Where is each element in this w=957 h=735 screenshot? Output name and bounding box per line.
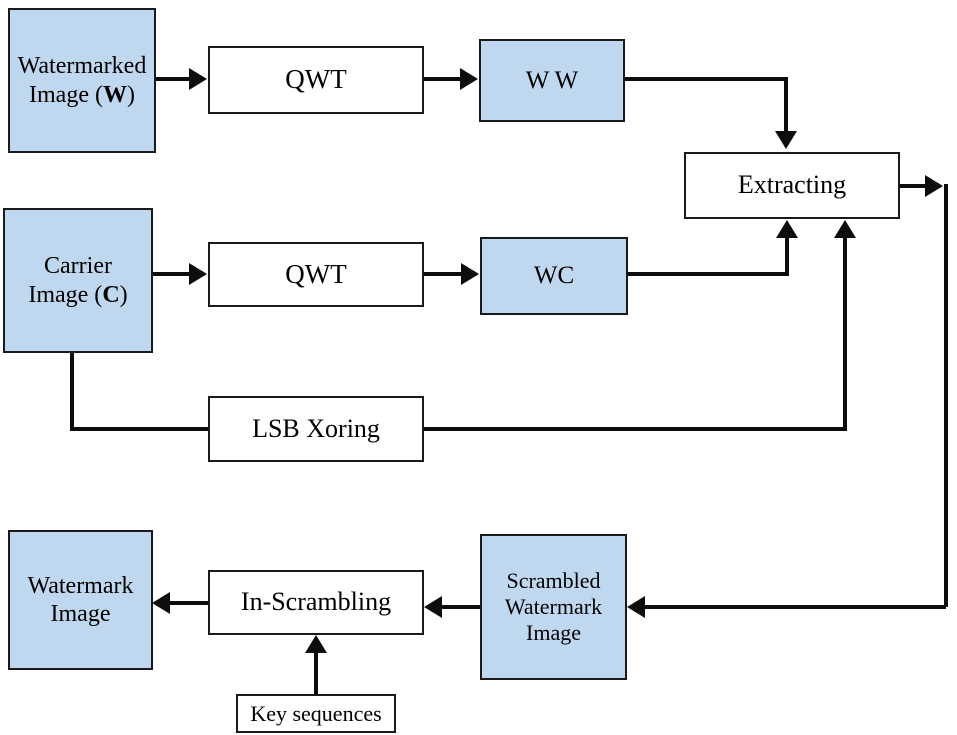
carrier-image-line2-suffix: ) xyxy=(119,281,128,308)
node-key-sequences-label: Key sequences xyxy=(250,700,382,726)
edge-carrier-to-qwt-line xyxy=(153,272,190,276)
edge-watermarked-to-qwt-arrowhead xyxy=(189,68,207,90)
node-carrier-image[interactable]: Carrier Image (C) xyxy=(3,208,153,353)
edge-qwt-bottom-to-wc-arrowhead xyxy=(461,263,479,285)
edge-scrambled-to-inscrambling-line xyxy=(442,605,480,609)
edge-scrambled-to-inscrambling-arrowhead xyxy=(424,596,442,618)
edge-ww-to-extracting-arrowhead xyxy=(775,131,797,149)
scrambled-line2: Watermark xyxy=(504,594,603,620)
edge-inscrambling-to-watermark-line xyxy=(170,601,208,605)
node-extracting-label: Extracting xyxy=(737,170,847,200)
edge-inscrambling-to-watermark-arrowhead xyxy=(152,592,170,614)
edge-extracting-out-horizontal xyxy=(900,184,928,188)
edge-ww-to-extracting-horizontal xyxy=(625,77,788,81)
scrambled-line1: Scrambled xyxy=(506,568,601,594)
edge-lsb-to-extracting-horizontal xyxy=(424,427,847,431)
edge-carrier-to-lsb-vertical xyxy=(70,353,74,430)
node-key-sequences[interactable]: Key sequences xyxy=(236,694,396,733)
edge-key-to-inscrambling-arrowhead xyxy=(305,635,327,653)
edge-qwt-top-to-ww-arrowhead xyxy=(460,68,478,90)
carrier-image-line2-prefix: Image ( xyxy=(28,281,103,308)
watermark-image-line2: Image xyxy=(50,601,111,627)
scrambled-line3: Image xyxy=(526,619,581,645)
edge-key-to-inscrambling-vertical xyxy=(314,653,318,694)
node-lsb-xoring[interactable]: LSB Xoring xyxy=(208,396,424,462)
node-ww-label: W W xyxy=(525,66,579,94)
node-in-scrambling[interactable]: In-Scrambling xyxy=(208,570,424,635)
edge-wc-to-extracting-vertical xyxy=(785,238,789,274)
node-watermarked-image-label: Watermarked Image (W) xyxy=(14,52,150,109)
node-qwt-bottom[interactable]: QWT xyxy=(208,242,424,307)
node-scrambled-watermark-image-label: Scrambled Watermark Image xyxy=(486,568,621,646)
watermarked-image-line2-suffix: ) xyxy=(126,81,135,108)
edge-extracting-to-scrambled-horizontal xyxy=(645,605,946,609)
node-extracting[interactable]: Extracting xyxy=(684,152,900,219)
edge-lsb-to-extracting-arrowhead xyxy=(834,220,856,238)
edge-wc-to-extracting-horizontal xyxy=(628,272,789,276)
edge-wc-to-extracting-arrowhead xyxy=(776,220,798,238)
watermark-image-line1: Watermark xyxy=(27,572,134,599)
edge-carrier-to-qwt-arrowhead xyxy=(189,263,207,285)
node-qwt-top[interactable]: QWT xyxy=(208,46,424,114)
edge-extracting-out-arrowhead xyxy=(925,175,943,197)
edge-extracting-to-scrambled-vertical xyxy=(944,184,948,607)
node-watermark-image-label: Watermark Image xyxy=(14,572,147,629)
edge-ww-to-extracting-vertical xyxy=(784,77,788,133)
carrier-image-line1: Carrier xyxy=(44,253,112,280)
node-watermark-image[interactable]: Watermark Image xyxy=(8,530,153,670)
node-wc[interactable]: WC xyxy=(480,237,628,315)
watermarked-image-symbol: W xyxy=(102,81,127,108)
edge-carrier-to-lsb-horizontal xyxy=(70,427,210,431)
node-qwt-bottom-label: QWT xyxy=(285,258,347,289)
edge-lsb-to-extracting-vertical xyxy=(843,238,847,429)
node-watermarked-image[interactable]: Watermarked Image (W) xyxy=(8,8,156,153)
node-scrambled-watermark-image[interactable]: Scrambled Watermark Image xyxy=(480,534,627,680)
node-qwt-top-label: QWT xyxy=(285,64,347,95)
node-wc-label: WC xyxy=(533,262,575,290)
edge-extracting-to-scrambled-arrowhead xyxy=(627,596,645,618)
edge-watermarked-to-qwt-line xyxy=(156,77,190,81)
carrier-image-symbol: C xyxy=(102,281,120,308)
node-carrier-image-label: Carrier Image (C) xyxy=(9,252,147,309)
node-ww[interactable]: W W xyxy=(479,39,625,122)
edge-qwt-bottom-to-wc-line xyxy=(424,272,463,276)
watermarked-image-line2-prefix: Image ( xyxy=(29,81,103,108)
node-in-scrambling-label: In-Scrambling xyxy=(240,587,392,617)
node-lsb-xoring-label: LSB Xoring xyxy=(252,413,380,443)
watermarked-image-line1: Watermarked xyxy=(17,53,147,80)
edge-qwt-top-to-ww-line xyxy=(424,77,462,81)
